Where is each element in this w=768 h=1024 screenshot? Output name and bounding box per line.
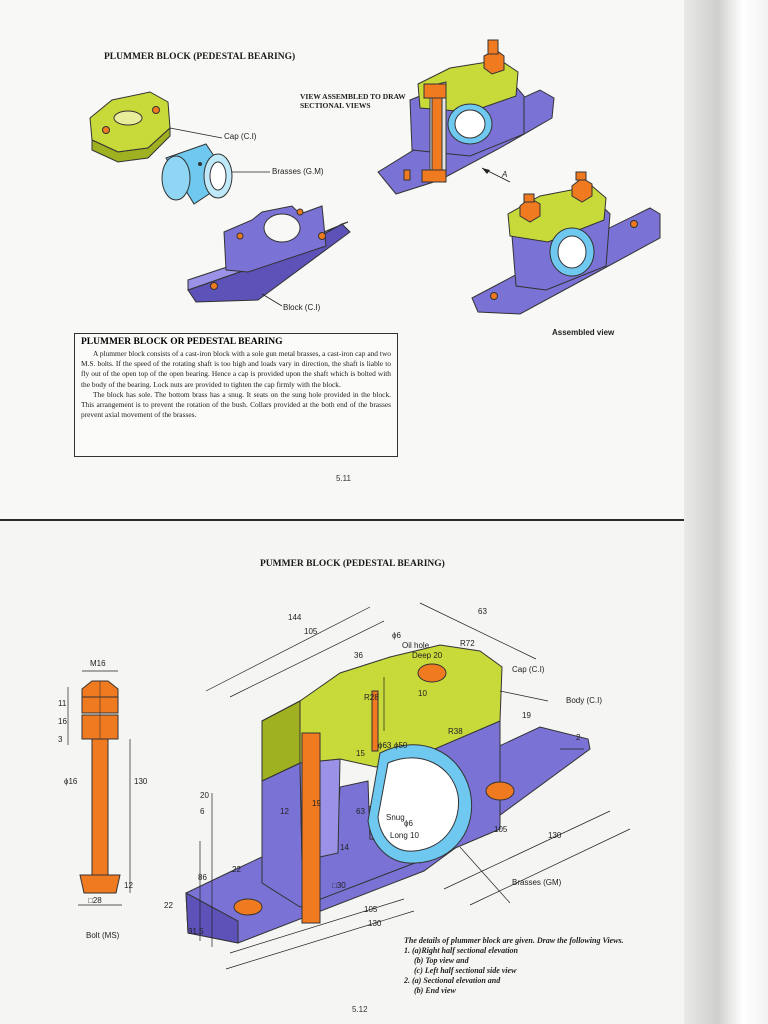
dim-long10: Long 10 — [390, 831, 419, 840]
plummer-block-cap — [261, 644, 503, 782]
dim-86: 86 — [198, 873, 207, 882]
block-label: Block (C.I) — [283, 303, 321, 312]
brasses-part-section — [367, 744, 472, 864]
arrow-a-label: A — [502, 170, 508, 179]
dim-130c: 130 — [548, 831, 562, 840]
cap-label-2: Cap (C.I) — [512, 665, 545, 674]
dim-144: 144 — [288, 613, 302, 622]
bolt-part — [67, 670, 131, 906]
dim-r38: R38 — [448, 727, 463, 736]
dim-31-5: 31.5 — [188, 927, 204, 936]
dim-105b: 105 — [364, 905, 378, 914]
brasses-label-2: Brasses (GM) — [512, 878, 562, 887]
page-number-5-11: 5.11 — [336, 474, 351, 483]
task-1b: (b) Top view and — [414, 956, 469, 965]
dim-r28: R28 — [364, 693, 379, 702]
bolt-sq28-label: □28 — [88, 896, 102, 905]
bolt-d12-label: 12 — [124, 881, 133, 890]
page-number-5-12: 5.12 — [352, 1005, 368, 1014]
task-2a: 2. (a) Sectional elevation and — [404, 976, 501, 985]
task-intro: The details of plummer block are given. … — [404, 936, 624, 945]
stud-bolt-section — [233, 690, 515, 924]
brasses-label: Brasses (G.M) — [272, 167, 324, 176]
bolt-d11-label: 11 — [58, 699, 67, 708]
page-5-11: PLUMMER BLOCK (PEDESTAL BEARING) — [0, 0, 684, 519]
dim-36: 36 — [354, 651, 363, 660]
dim-phi6b: ϕ6 — [404, 819, 413, 828]
dim-phi63: ϕ63 — [378, 741, 392, 750]
assembled-view — [471, 171, 661, 315]
dim-63: 63 — [478, 607, 487, 616]
dim-105c: 105 — [494, 825, 508, 834]
dim-22b: 22 — [164, 901, 173, 910]
description-para-1: A plummer block consists of a cast-iron … — [81, 349, 391, 389]
task-1a: 1. (a)Right half sectional elevation — [404, 946, 518, 955]
page-edge — [684, 0, 768, 1024]
description-heading: PLUMMER BLOCK OR PEDESTAL BEARING — [81, 337, 283, 347]
sectional-assembly — [377, 39, 555, 195]
dim-phi50: ϕ50 — [394, 741, 408, 750]
dim-snug: Snug — [386, 813, 405, 822]
dim-22: 22 — [232, 865, 241, 874]
cap-label: Cap (C.I) — [224, 132, 257, 141]
dim-r72: R72 — [460, 639, 475, 648]
dim-phi6: ϕ6 — [392, 631, 401, 640]
assembled-sectional-label: VIEW ASSEMBLED TO DRAW SECTIONAL VIEWS — [300, 92, 406, 110]
dim-10: 10 — [418, 689, 427, 698]
dimension-lines — [199, 602, 631, 970]
exploded-view-illustration — [89, 39, 661, 315]
dim-oil-hole: Oil hole — [402, 641, 430, 650]
block-part — [187, 205, 351, 303]
dim-6: 6 — [200, 807, 205, 816]
body-label: Body (C.I) — [566, 696, 603, 705]
bolt-m16-label: M16 — [90, 659, 106, 668]
bolt-d3-label: 3 — [58, 735, 63, 744]
page2-title: PUMMER BLOCK (PEDESTAL BEARING) — [260, 559, 445, 569]
task-list: The details of plummer block are given. … — [404, 936, 694, 996]
bolt-name-label: Bolt (MS) — [86, 931, 120, 940]
dim-14: 14 — [340, 843, 349, 852]
assembled-view-label: Assembled view — [552, 328, 615, 337]
dim-19b: 19 — [522, 711, 531, 720]
dim-2: 2 — [576, 733, 581, 742]
dimensioned-drawing — [67, 602, 631, 970]
bolt-phi16-label: ϕ16 — [64, 777, 78, 786]
dim-deep20: Deep 20 — [412, 651, 443, 660]
task-2b: (b) End view — [414, 986, 456, 995]
bolt-d130-label: 130 — [134, 777, 148, 786]
brasses-part — [161, 143, 233, 205]
dim-130b: 130 — [368, 919, 382, 928]
dim-19: 19 — [312, 799, 321, 808]
description-box: PLUMMER BLOCK OR PEDESTAL BEARING A plum… — [74, 333, 398, 457]
dim-20: 20 — [200, 791, 209, 800]
dim-sq30: □30 — [332, 881, 346, 890]
page-5-12: PUMMER BLOCK (PEDESTAL BEARING) — [0, 521, 684, 1024]
dim-12: 12 — [280, 807, 289, 816]
cap-part — [89, 91, 171, 163]
dim-63b: 63 — [356, 807, 365, 816]
description-para-2: The block has sole. The bottom brass has… — [81, 389, 391, 420]
page1-title: PLUMMER BLOCK (PEDESTAL BEARING) — [104, 52, 296, 62]
task-1c: (c) Left half sectional side view — [414, 966, 517, 975]
dim-15: 15 — [356, 749, 365, 758]
dim-105: 105 — [304, 627, 318, 636]
bolt-d16-label: 16 — [58, 717, 67, 726]
